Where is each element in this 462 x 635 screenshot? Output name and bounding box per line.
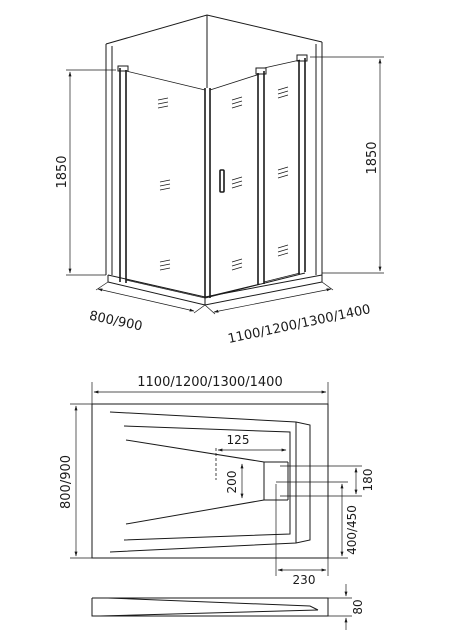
corner-profile — [204, 88, 211, 298]
height-label-left: 1850 — [55, 155, 70, 188]
section-height-dimension: 80 — [328, 584, 365, 630]
dim-400-450: 400/450 — [276, 481, 359, 559]
height-dimension-left: 1850 — [55, 69, 116, 276]
plan-width-dimension: 1100/1200/1300/1400 — [91, 375, 329, 404]
dim-230: 230 — [275, 484, 329, 587]
width-label: 1100/1200/1300/1400 — [227, 302, 372, 347]
dim-180: 180 — [280, 465, 375, 497]
plan-depth-label: 800/900 — [59, 455, 74, 509]
dim-125-label: 125 — [227, 433, 250, 447]
depth-label: 800/900 — [88, 309, 144, 335]
dim-200: 200 — [225, 463, 244, 499]
tray-section-view: 80 — [91, 584, 365, 630]
plan-depth-dimension: 800/900 — [59, 403, 92, 559]
plan-width-label: 1100/1200/1300/1400 — [137, 375, 282, 390]
shower-tray-base — [107, 274, 323, 306]
glass-reflection-marks — [157, 86, 289, 271]
tray-outline — [91, 403, 329, 559]
dim-400-450-label: 400/450 — [345, 505, 359, 555]
depth-dimension: 800/900 — [88, 281, 206, 335]
section-height-label: 80 — [351, 599, 365, 614]
door-handle — [219, 169, 225, 193]
tray-plan-view: 1100/1200/1300/1400 800/900 125 200 180 — [59, 375, 375, 587]
back-walls — [105, 14, 323, 275]
dim-200-label: 200 — [225, 471, 239, 494]
dim-230-label: 230 — [293, 573, 316, 587]
tray-inner-form — [109, 411, 311, 553]
height-label-right: 1850 — [365, 141, 380, 174]
dim-125: 125 — [215, 433, 287, 480]
height-dimension-right: 1850 — [310, 56, 384, 274]
enclosure-isometric-view: 1850 1850 800/900 1100/1200/1300/1400 — [55, 14, 384, 347]
side-glass-panel — [117, 65, 206, 299]
dim-180-label: 180 — [361, 469, 375, 492]
